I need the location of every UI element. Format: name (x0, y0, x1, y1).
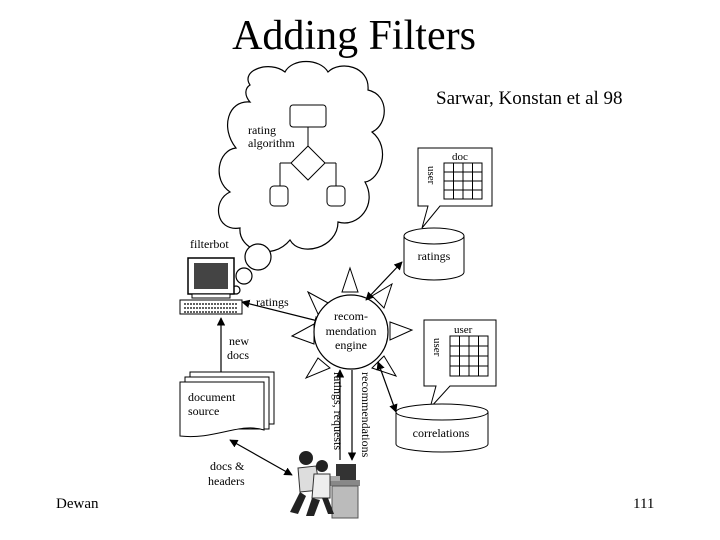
document-source-icon: document source (179, 371, 275, 438)
correlations-database: correlations (395, 403, 489, 453)
ratings-matrix-callout: doc user (417, 147, 493, 229)
docs-headers-label-1: docs & (210, 459, 245, 473)
new-docs-label-2: docs (227, 348, 249, 362)
slide-title: Adding Filters (232, 13, 476, 59)
cloud-label-rating: rating (248, 123, 276, 137)
new-docs-label-1: new (229, 334, 249, 348)
recommendation-engine: recom- mendation engine (290, 266, 414, 380)
filterbot-label: filterbot (190, 237, 229, 251)
engine-label-3: engine (335, 338, 367, 352)
filterbot-computer-icon: filterbot (179, 237, 243, 315)
ratings-requests-label: ratings, requests (331, 372, 345, 450)
docs-headers-label-2: headers (208, 474, 245, 488)
footer-author: Dewan (56, 496, 99, 512)
ratings-db-label: ratings (418, 249, 451, 263)
rating-algorithm-cloud: rating algorithm (217, 60, 385, 295)
recommendations-label: recommendations (359, 372, 373, 458)
correlations-db-label: correlations (413, 426, 470, 440)
ratings-database: ratings (403, 227, 465, 281)
document-source-label-2: source (188, 404, 219, 418)
correlations-matrix-callout: user user (423, 319, 497, 409)
cloud-label-algorithm: algorithm (248, 136, 295, 150)
ratings-arrow-label: ratings (256, 295, 289, 309)
engine-label-2: mendation (326, 324, 377, 338)
matrix-bottom-row-label: user (431, 338, 443, 357)
citation: Sarwar, Konstan et al 98 (436, 88, 623, 109)
matrix-top-row-label: user (425, 166, 437, 185)
users-at-computer-icon (290, 451, 360, 519)
matrix-bottom-col-label: user (454, 324, 473, 336)
engine-label-1: recom- (334, 309, 368, 323)
footer-page-number: 111 (633, 496, 655, 512)
matrix-top-col-label: doc (452, 151, 468, 163)
document-source-label-1: document (188, 390, 236, 404)
